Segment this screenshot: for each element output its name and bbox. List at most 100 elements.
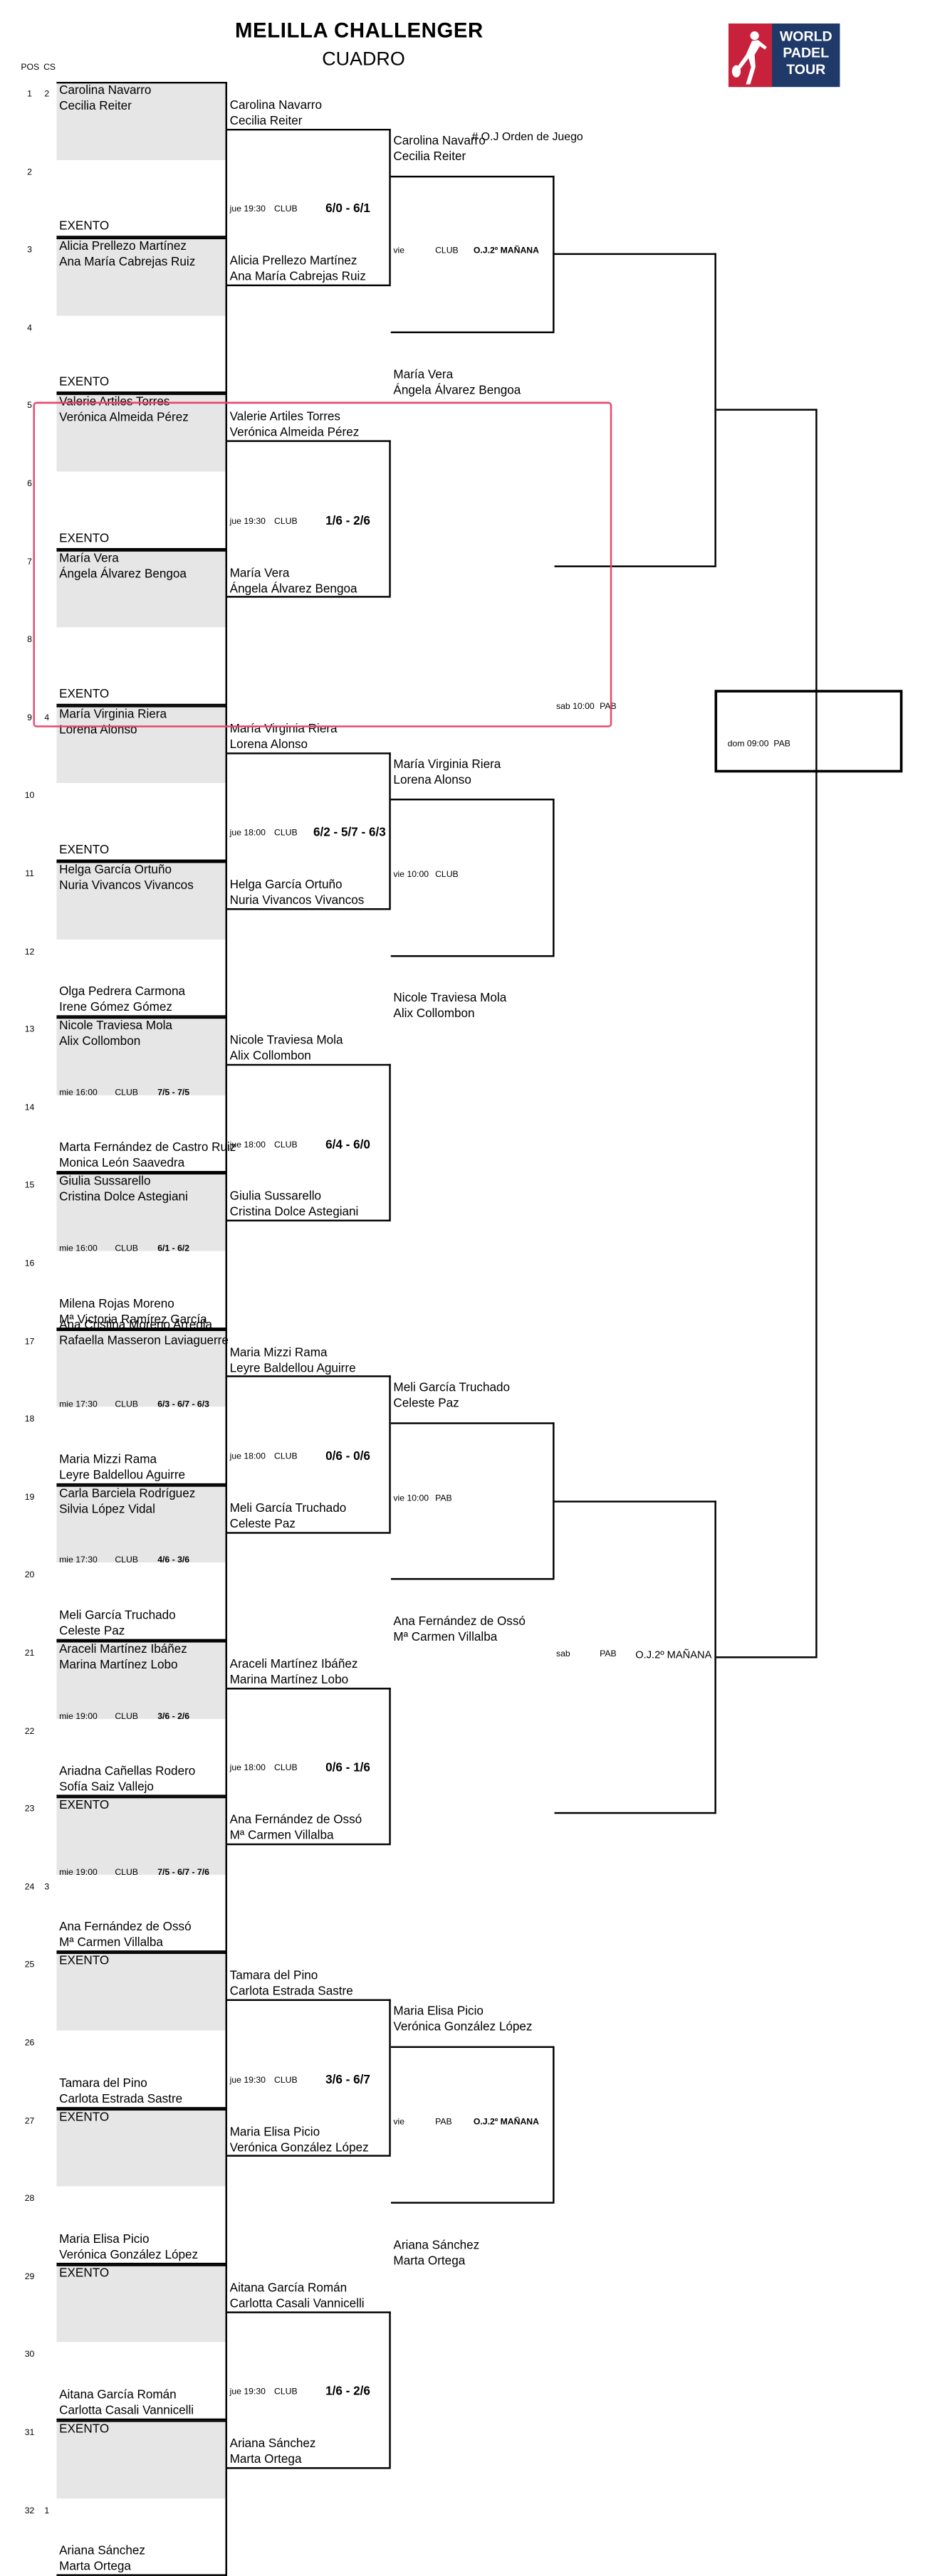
- r3-player-name: María Virginia Riera: [393, 756, 501, 771]
- sf-line: [554, 253, 716, 256]
- r2-match-score: 3/6 - 6/7: [325, 2071, 370, 2086]
- r2-player-name: María Vera: [229, 564, 290, 579]
- position-number: 19: [24, 1493, 35, 1503]
- r1-player-name: Leyre Baldellou Aguirre: [59, 1467, 186, 1482]
- r1-match-score: 4/6 - 3/6: [157, 1555, 190, 1566]
- r2-line: [389, 1063, 391, 1220]
- r1-line: [56, 391, 227, 394]
- r2-line: [226, 2155, 391, 2157]
- r3-match-venue: PAB: [435, 2117, 452, 2127]
- position-number: 14: [24, 1103, 35, 1113]
- sf-match-venue: PAB: [600, 1649, 617, 1659]
- position-number: 29: [24, 2272, 35, 2282]
- r1-match-score: 7/5 - 6/7 - 7/6: [157, 1867, 209, 1878]
- r1-player-name: Olga Pedrera Carmona: [59, 984, 186, 999]
- final-box: [714, 690, 903, 773]
- r3-match-day: vie 10:00: [393, 1493, 429, 1503]
- position-number: 32: [24, 2506, 35, 2516]
- r3-player-name: Ariana Sánchez: [393, 2237, 480, 2251]
- r1-player-name: Alix Collombon: [59, 1034, 141, 1048]
- r3-player-name: María Vera: [393, 367, 454, 381]
- r1-player-name: Cecilia Reiter: [59, 98, 132, 112]
- r1-match-day: mie 16:00: [59, 1244, 98, 1254]
- position-number: 16: [24, 1258, 35, 1268]
- r3-match-venue: CLUB: [435, 870, 459, 880]
- r1-player-name: Carlota Estrada Sastre: [59, 2091, 183, 2106]
- r1-player-name: EXENTO: [59, 374, 110, 389]
- r1-line: [225, 2108, 227, 2265]
- r2-player-name: Verónica González López: [229, 2140, 369, 2154]
- r3-player-name: Marta Ortega: [393, 2253, 466, 2267]
- player-silhouette-icon: [728, 23, 773, 88]
- r1-player-name: Araceli Martínez Ibáñez: [59, 1641, 187, 1656]
- r1-line: [225, 237, 227, 394]
- r2-player-name: Meli García Truchado: [229, 1500, 347, 1515]
- r2-player-name: Nuria Vivancos Vivancos: [229, 892, 365, 907]
- r1-player-name: Tamara del Pino: [59, 2075, 147, 2090]
- r2-line: [226, 2466, 391, 2469]
- r3-line: [390, 2046, 555, 2048]
- position-number: 11: [25, 868, 34, 879]
- logo-line-2: PADEL: [783, 46, 830, 61]
- sf-line: [714, 253, 716, 565]
- r1-match-day: mie 17:30: [59, 1399, 98, 1410]
- position-number: 20: [24, 1570, 35, 1580]
- final-line: [815, 409, 818, 1656]
- r2-player-name: Cristina Dolce Astegiani: [229, 1204, 359, 1219]
- slot-shade: [56, 1173, 227, 1251]
- r1-player-name: Maria Mizzi Rama: [59, 1451, 157, 1466]
- r1-player-name: EXENTO: [59, 530, 110, 545]
- slot-shade: [56, 393, 227, 472]
- r1-line: [225, 2264, 227, 2421]
- r2-player-name: Carlotta Casali Vannicelli: [229, 2296, 365, 2310]
- r1-player-name: EXENTO: [59, 2421, 110, 2435]
- r1-line: [225, 81, 227, 238]
- slot-shade: [56, 1016, 227, 1095]
- r1-line: [56, 1485, 227, 1487]
- r3-player-name: Celeste Paz: [393, 1395, 459, 1410]
- r1-player-name: Verónica González López: [59, 2246, 199, 2261]
- r1-line: [225, 1173, 227, 1330]
- r2-line: [226, 128, 391, 131]
- r1-line: [225, 861, 227, 1017]
- r2-match-venue: CLUB: [273, 1140, 298, 1150]
- r2-line: [226, 2310, 391, 2313]
- position-number: 15: [24, 1181, 35, 1191]
- r1-match-venue: CLUB: [115, 1711, 138, 1722]
- r1-player-name: María Vera: [59, 550, 119, 564]
- r3-match-venue: CLUB: [435, 246, 459, 256]
- r1-line: [56, 705, 227, 708]
- r3-line: [390, 955, 555, 957]
- r2-match-day: jue 19:30: [229, 2387, 266, 2397]
- r2-line: [226, 1843, 391, 1846]
- page-title: MELILLA CHALLENGER: [234, 19, 484, 43]
- r1-match-day: mie 19:00: [59, 1711, 98, 1722]
- seed-number: 3: [44, 1882, 50, 1893]
- r3-line: [390, 799, 555, 801]
- r2-player-name: Valerie Artiles Torres: [229, 409, 340, 424]
- position-number: 25: [24, 1960, 35, 1970]
- position-number: 9: [27, 713, 32, 723]
- final-line: [716, 409, 818, 411]
- r2-player-name: Verónica Almeida Pérez: [229, 424, 360, 439]
- r1-match-venue: CLUB: [115, 1555, 138, 1566]
- r1-player-name: Giulia Sussarello: [59, 1174, 151, 1188]
- r1-line: [56, 549, 227, 552]
- position-number: 7: [27, 557, 32, 567]
- r3-player-name: Mª Carmen Villalba: [393, 1629, 498, 1644]
- r1-line: [225, 705, 227, 861]
- r1-match-score: 3/6 - 2/6: [157, 1711, 190, 1722]
- r1-player-name: Marina Martínez Lobo: [59, 1657, 178, 1671]
- r2-match-day: jue 19:30: [229, 2075, 266, 2086]
- r2-match-score: 1/6 - 2/6: [325, 512, 370, 527]
- page-subtitle: CUADRO: [322, 48, 405, 70]
- position-number: 1: [27, 89, 32, 100]
- r3-match-order: O.J.2º MAÑANA: [473, 2117, 539, 2127]
- r2-player-name: Alix Collombon: [229, 1048, 311, 1063]
- r1-player-name: Ana Fernández de Ossó: [59, 1919, 192, 1934]
- position-number: 13: [24, 1024, 35, 1035]
- r2-player-name: Ariana Sánchez: [229, 2436, 316, 2450]
- r1-player-name: Meli García Truchado: [59, 1607, 176, 1622]
- r1-match-score: 6/1 - 6/2: [157, 1244, 190, 1254]
- r1-match-score: 7/5 - 7/5: [157, 1088, 190, 1098]
